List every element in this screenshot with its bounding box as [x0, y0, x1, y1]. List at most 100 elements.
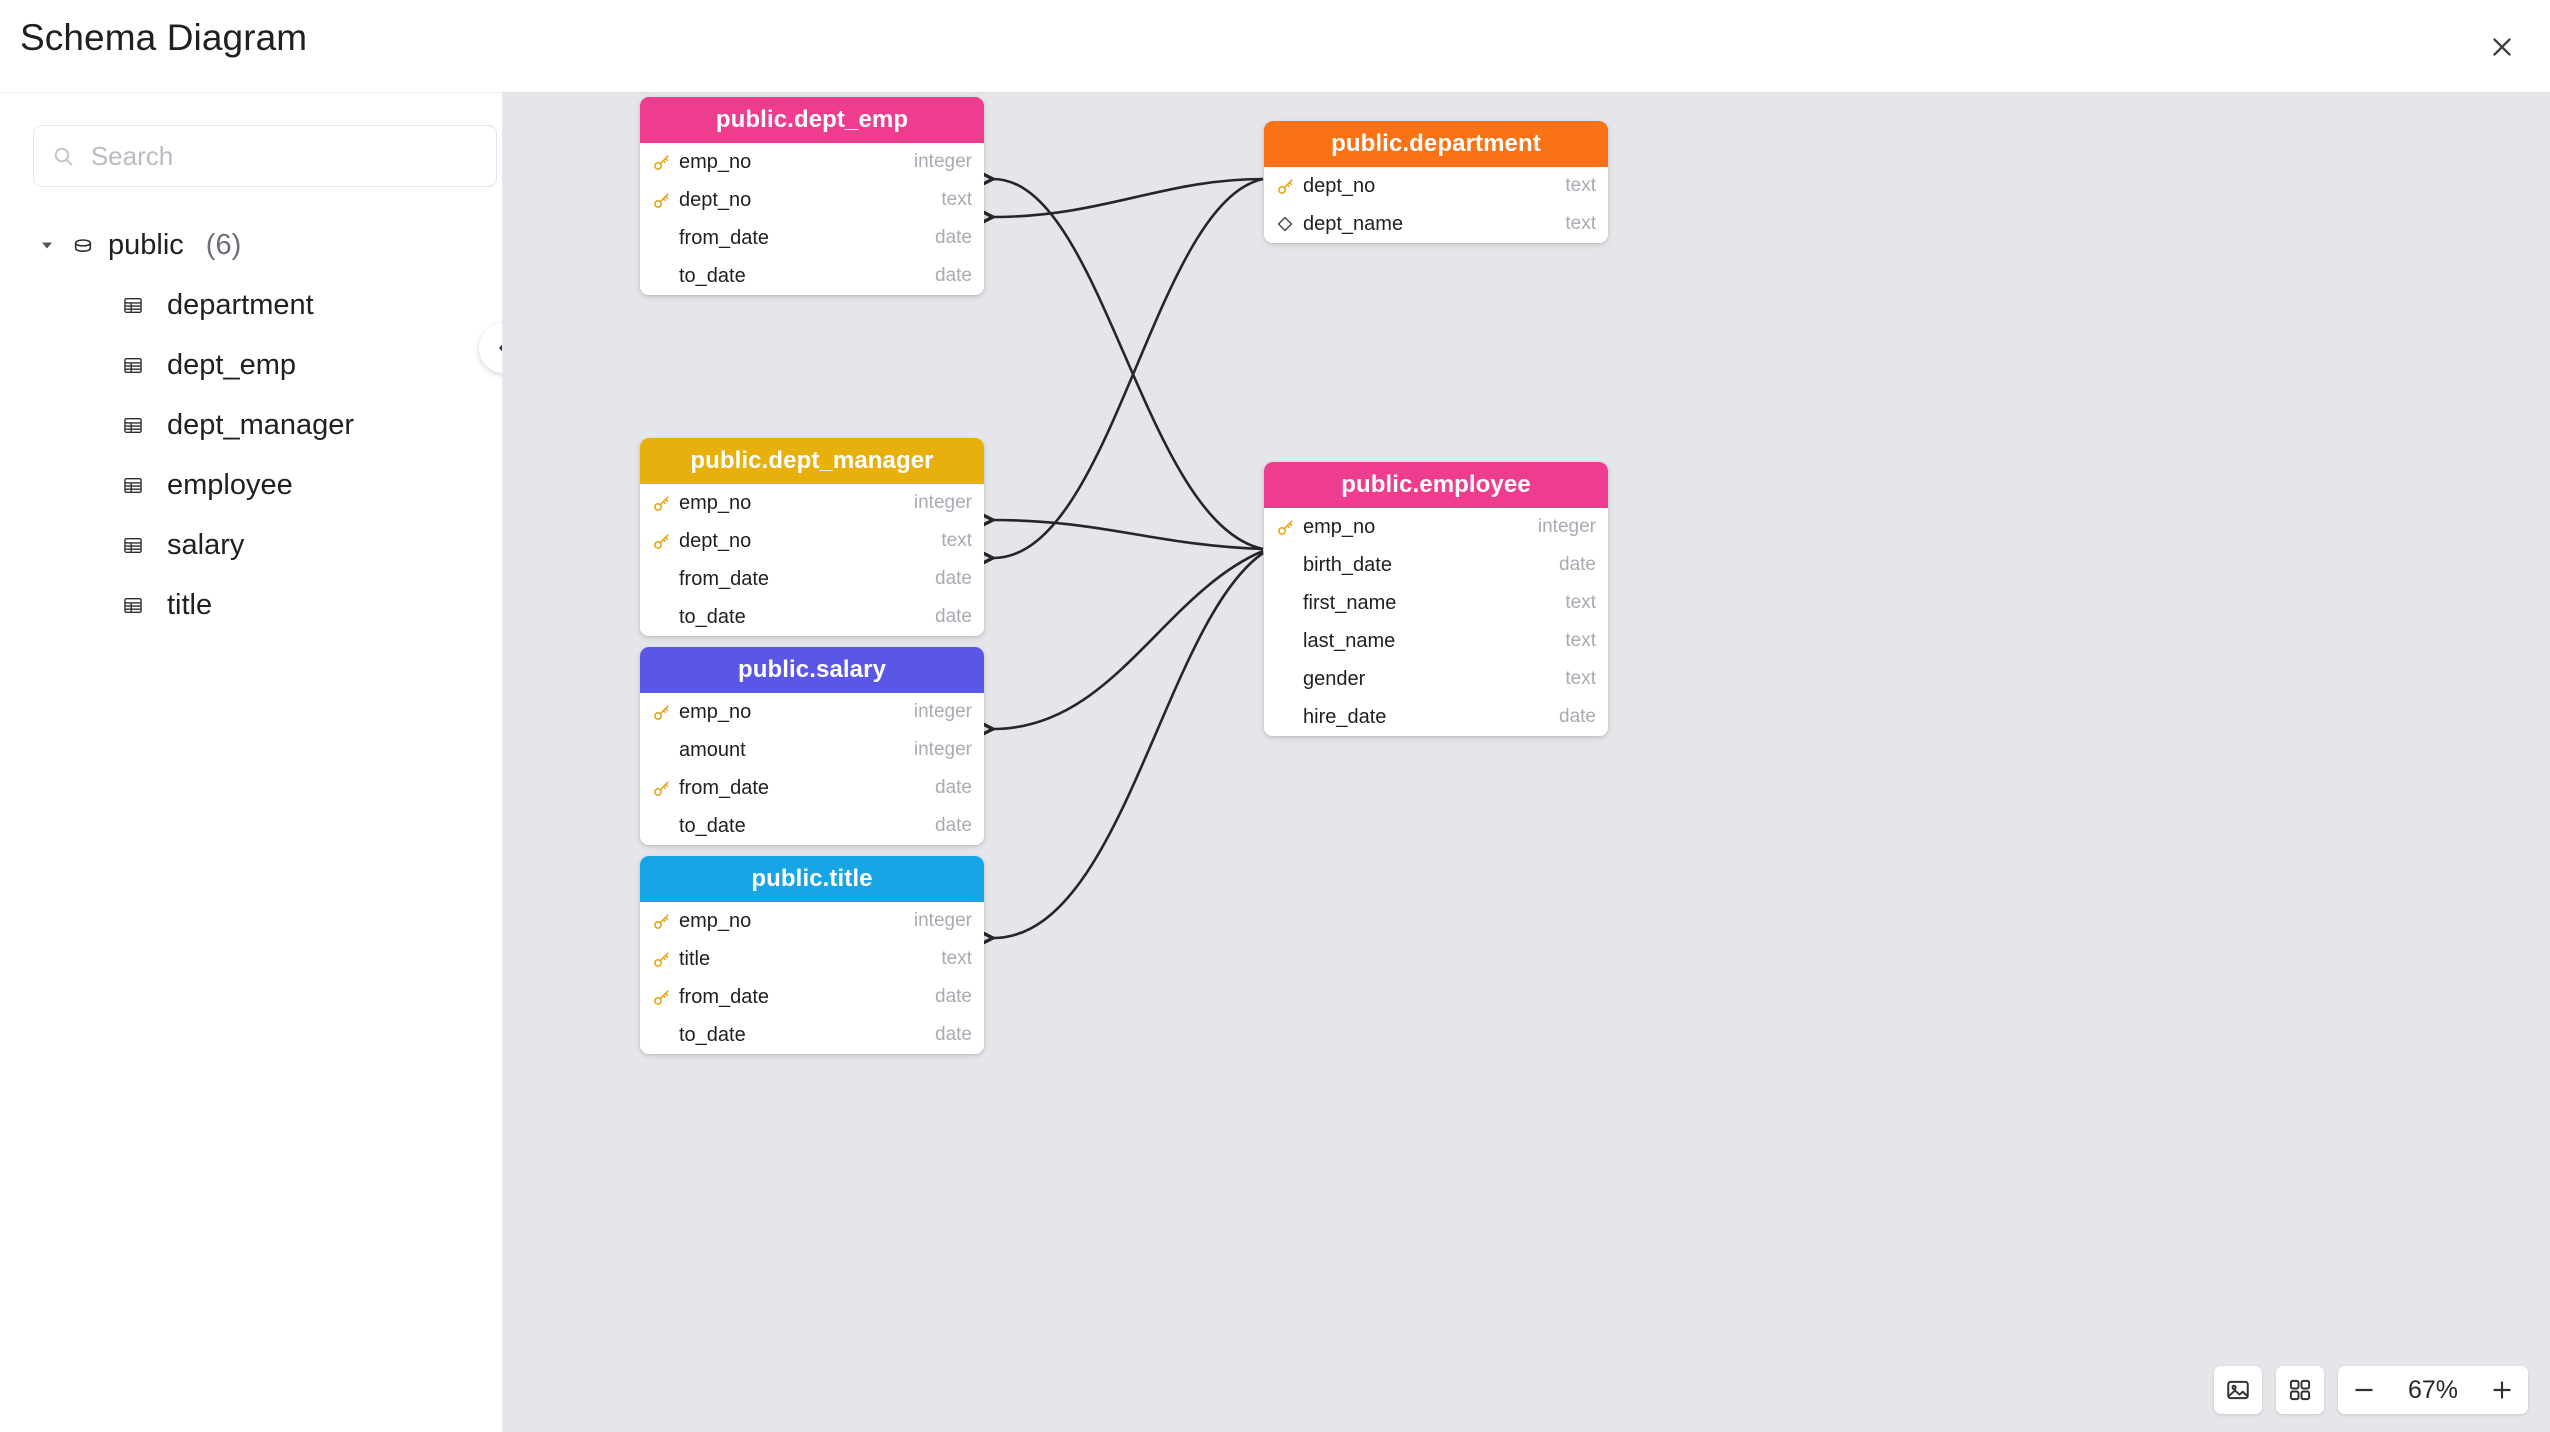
- key-icon: [650, 492, 672, 514]
- field-type: text: [941, 948, 972, 969]
- zoom-in-button[interactable]: [2476, 1366, 2528, 1414]
- tree-item-label: title: [167, 588, 213, 621]
- tree-item-label: salary: [167, 528, 245, 561]
- table-icon: [122, 354, 144, 376]
- tree-item-schema-public[interactable]: public (6): [0, 215, 502, 275]
- table-node-header[interactable]: public.dept_emp: [640, 97, 984, 143]
- zoom-level-label[interactable]: 67%: [2407, 1375, 2459, 1404]
- tree-item-label: dept_emp: [167, 348, 296, 381]
- field-name: gender: [1303, 667, 1366, 690]
- search-icon: [54, 147, 73, 166]
- field-name: dept_no: [1303, 174, 1376, 197]
- key-icon: [650, 189, 672, 211]
- table-node-header[interactable]: public.title: [640, 856, 984, 902]
- search-input[interactable]: [88, 139, 478, 173]
- tree-item-label: employee: [167, 468, 293, 501]
- tree-item-table-salary[interactable]: salary: [0, 515, 502, 575]
- schema-tree: public (6) department dept_emp dept_manage…: [0, 215, 502, 635]
- table-node-header[interactable]: public.dept_manager: [640, 438, 984, 484]
- database-icon: [72, 234, 94, 256]
- field-type: date: [935, 606, 972, 627]
- tree-item-table-title[interactable]: title: [0, 575, 502, 635]
- field-type: integer: [913, 492, 972, 513]
- grid-layout-icon: [2289, 1379, 2311, 1401]
- auto-layout-button[interactable]: [2276, 1366, 2324, 1414]
- key-icon: [650, 777, 672, 799]
- table-node-header[interactable]: public.salary: [640, 647, 984, 693]
- field-name: dept_no: [679, 188, 752, 211]
- tree-item-table-dept_emp[interactable]: dept_emp: [0, 335, 502, 395]
- field-type: date: [935, 815, 972, 836]
- field-type: text: [1565, 668, 1596, 689]
- minus-icon: [2355, 1388, 2373, 1392]
- tree-item-table-employee[interactable]: employee: [0, 455, 502, 515]
- table-node-header[interactable]: public.employee: [1264, 462, 1608, 508]
- key-icon: [1274, 175, 1296, 197]
- field-type: date: [1559, 554, 1596, 575]
- sidebar: public (6) department dept_emp dept_manage…: [0, 92, 503, 1432]
- field-row[interactable]: gender text: [1264, 660, 1608, 698]
- field-type: text: [1565, 213, 1596, 234]
- field-row[interactable]: dept_no text: [640, 181, 984, 219]
- field-name: from_date: [679, 776, 770, 799]
- table-node-header[interactable]: public.department: [1264, 121, 1608, 167]
- field-type: integer: [913, 739, 972, 760]
- schema-table-count: (6): [205, 228, 242, 261]
- close-button[interactable]: [2476, 21, 2528, 73]
- key-icon: [650, 530, 672, 552]
- caret-down-icon[interactable]: [36, 234, 58, 256]
- key-icon: [650, 701, 672, 723]
- table-list: department dept_emp dept_manager employee sa…: [0, 275, 502, 635]
- field-name: from_date: [679, 226, 770, 249]
- field-type: integer: [913, 151, 972, 172]
- field-name: to_date: [679, 264, 746, 287]
- table-icon: [122, 594, 144, 616]
- field-name: last_name: [1303, 629, 1396, 652]
- zoom-out-button[interactable]: [2338, 1366, 2390, 1414]
- tree-item-table-department[interactable]: department: [0, 275, 502, 335]
- canvas-toolbar: 67%: [2214, 1366, 2528, 1414]
- sidebar-collapse-button[interactable]: [479, 323, 502, 373]
- field-name: to_date: [679, 1023, 746, 1046]
- field-type: text: [941, 189, 972, 210]
- tree-item-table-dept_manager[interactable]: dept_manager: [0, 395, 502, 455]
- field-type: date: [935, 568, 972, 589]
- tree-item-label: dept_manager: [167, 408, 355, 441]
- export-image-button[interactable]: [2214, 1366, 2262, 1414]
- search-box[interactable]: [33, 125, 497, 187]
- key-icon: [1274, 516, 1296, 538]
- schema-name-label: public: [108, 228, 184, 261]
- key-icon: [650, 986, 672, 1008]
